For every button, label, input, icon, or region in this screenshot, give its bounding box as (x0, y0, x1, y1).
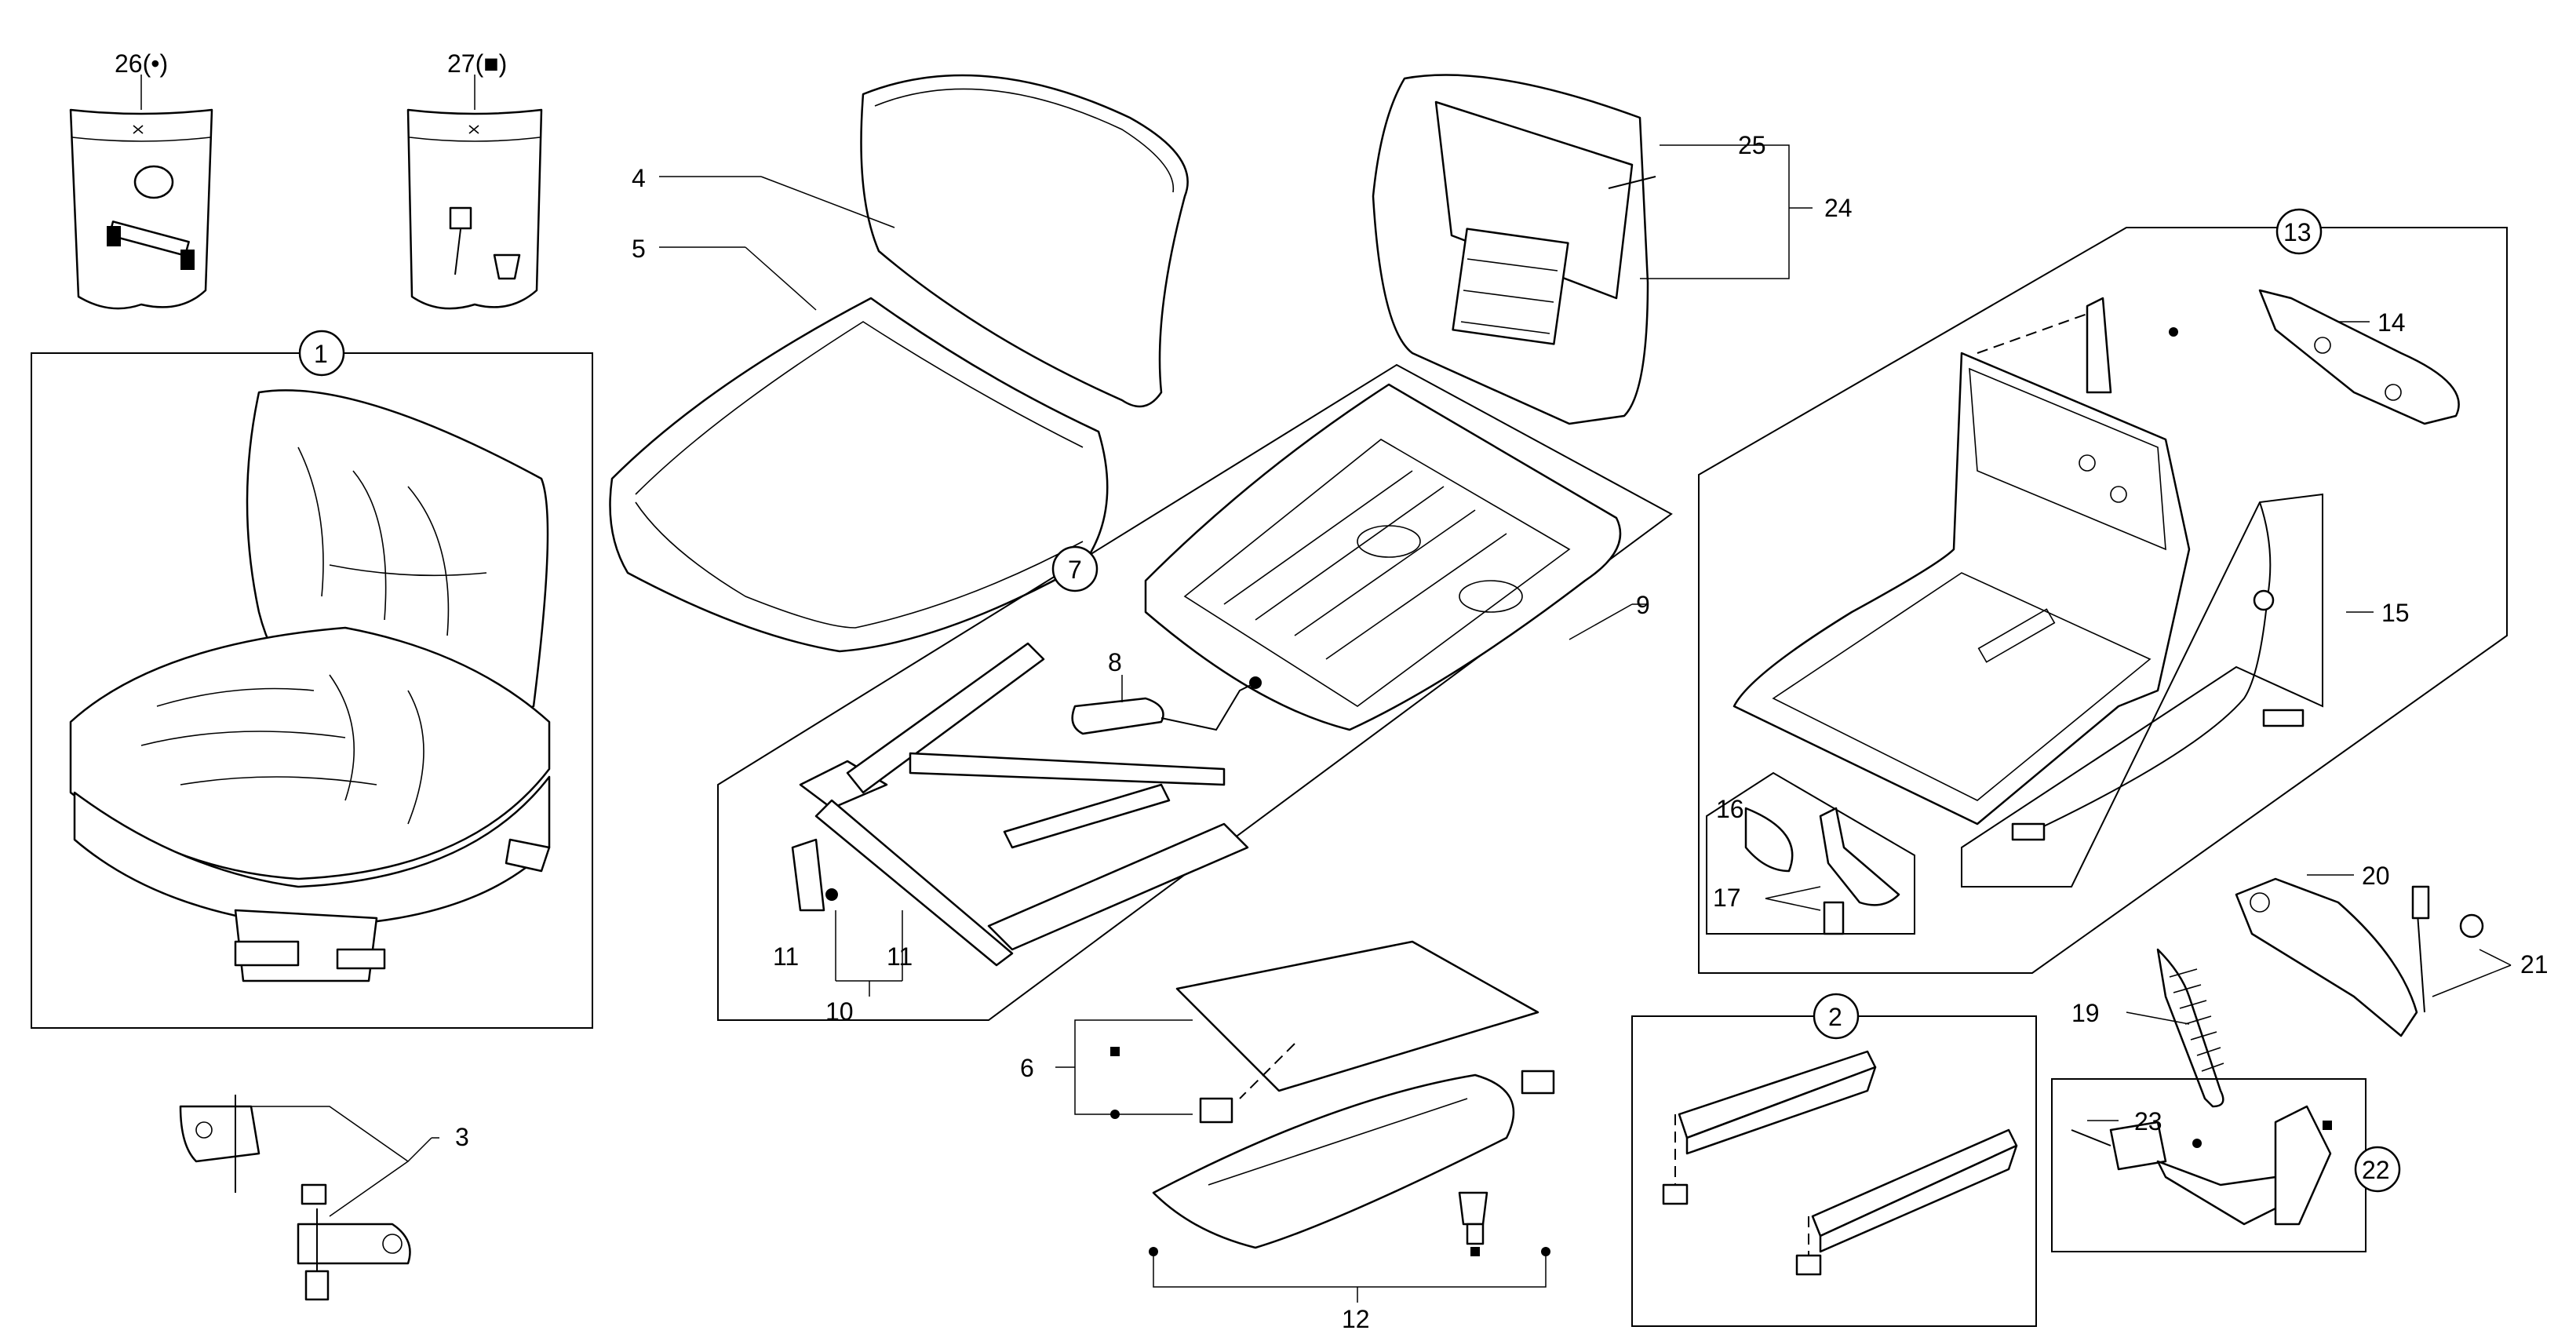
callout-7-circled: 7 (1068, 556, 1082, 584)
suspension-base (1152, 940, 1555, 1249)
callout-24: 24 (1824, 194, 1853, 222)
backrest-cover (860, 74, 1189, 408)
lever-arm-20 (2235, 877, 2418, 1037)
kit-bag-27 (406, 108, 543, 310)
callout-9: 9 (1636, 591, 1650, 619)
seat-pan (1144, 383, 1622, 731)
callout-10: 10 (825, 997, 854, 1026)
callout-11-left: 11 (773, 942, 799, 971)
rod-21 (2411, 885, 2484, 1013)
seat-frame-box (1698, 227, 2508, 974)
callout-20: 20 (2362, 862, 2390, 890)
callout-2-circled: 2 (1828, 1003, 1842, 1031)
callout-14: 14 (2377, 308, 2406, 337)
side-bracket-14 (2258, 289, 2460, 425)
scissor-frame (791, 642, 1249, 967)
cable-box (1961, 493, 2323, 888)
callout-22-circled: 22 (2362, 1156, 2390, 1184)
callout-6: 6 (1020, 1054, 1034, 1082)
callout-17: 17 (1713, 884, 1741, 912)
slide-rails (1662, 1050, 2018, 1276)
kit-bag-26 (69, 108, 213, 310)
callout-21: 21 (2520, 950, 2549, 979)
callout-13-circled: 13 (2283, 218, 2312, 246)
callout-19: 19 (2071, 999, 2100, 1027)
subframe-box (717, 363, 1673, 1021)
clip-box (1706, 771, 1915, 935)
stiffener-plate (2086, 297, 2112, 394)
callout-12: 12 (1342, 1305, 1370, 1333)
callout-15: 15 (2381, 599, 2410, 627)
callout-1-circled: 1 (314, 340, 328, 368)
callout-3: 3 (455, 1123, 469, 1151)
callout-23: 23 (2134, 1107, 2162, 1135)
callout-8: 8 (1108, 648, 1122, 676)
callout-11-right: 11 (887, 942, 913, 971)
adjust-handle (1071, 676, 1262, 735)
lock-assembly (2071, 1105, 2332, 1226)
complete-seat (69, 389, 551, 982)
bracket-set (179, 1095, 411, 1301)
callout-26: 26(•) (115, 49, 168, 78)
release-cable-15 (2011, 501, 2305, 841)
spring-19 (2156, 948, 2224, 1108)
callout-5: 5 (632, 235, 646, 263)
backrest-shell (1372, 74, 1656, 425)
clip-16 (1744, 807, 1900, 935)
callout-16: 16 (1716, 795, 1744, 823)
callout-25: 25 (1738, 131, 1766, 159)
seat-frame (1733, 352, 2191, 826)
callout-27: 27(■) (447, 49, 507, 78)
callout-4: 4 (632, 164, 646, 192)
